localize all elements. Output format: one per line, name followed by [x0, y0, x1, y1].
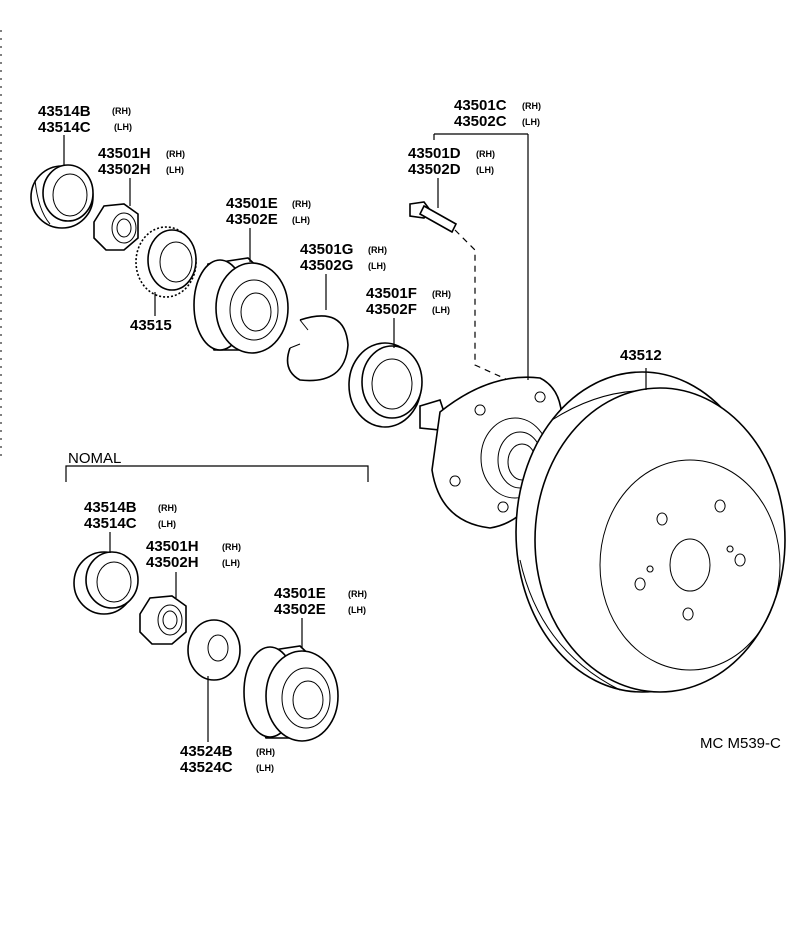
label-sensor-rotor: 43515: [130, 317, 172, 334]
svg-text:(RH): (RH): [158, 503, 177, 513]
label-hub-bolt: 43501D (RH) 43502D (LH): [408, 145, 495, 178]
disc-rotor: [515, 371, 786, 693]
part-number: 43514C: [38, 119, 91, 136]
nomal-bracket: [65, 465, 369, 482]
part-number: 43514C: [84, 515, 137, 532]
washer-bottom: [187, 619, 241, 681]
svg-text:(LH): (LH): [158, 519, 176, 529]
label-disc: 43512: [620, 347, 662, 364]
label-hub: 43501C (RH) 43502C (LH): [454, 97, 541, 130]
svg-text:(RH): (RH): [256, 747, 275, 757]
part-number: 43502G: [300, 257, 353, 274]
bearing-case-top: [30, 164, 94, 229]
nut-top: [93, 203, 139, 251]
part-number: 43514B: [38, 103, 91, 120]
part-number: 43501G: [300, 241, 353, 258]
part-number: 43501C: [454, 97, 507, 114]
part-number: 43524B: [180, 743, 233, 760]
label-nut-top: 43501H (RH) 43502H (LH): [98, 145, 185, 178]
bearing-case-bottom: [73, 551, 139, 615]
label-bearing-bottom: 43501E (RH) 43502E (LH): [274, 585, 367, 618]
label-nut-bottom: 43501H (RH) 43502H (LH): [146, 538, 241, 571]
label-washer-bottom: 43524B (RH) 43524C (LH): [180, 743, 275, 776]
part-number: 43502D: [408, 161, 461, 178]
hub-bolt: [409, 201, 458, 234]
svg-text:(LH): (LH): [348, 605, 366, 615]
svg-text:(LH): (LH): [292, 215, 310, 225]
svg-text:(LH): (LH): [432, 305, 450, 315]
label-snap-ring: 43501G (RH) 43502G (LH): [300, 241, 387, 274]
part-number: 43502H: [98, 161, 151, 178]
part-number: 43501F: [366, 285, 417, 302]
svg-text:(LH): (LH): [114, 122, 132, 132]
svg-text:(RH): (RH): [112, 106, 131, 116]
label-bearing-case-bottom: 43514B (RH) 43514C (LH): [84, 499, 177, 532]
svg-text:(RH): (RH): [166, 149, 185, 159]
reference-code: MC M539-C: [700, 735, 781, 752]
svg-text:(RH): (RH): [368, 245, 387, 255]
oil-seal: [348, 342, 423, 428]
svg-text:(RH): (RH): [348, 589, 367, 599]
svg-text:(LH): (LH): [222, 558, 240, 568]
label-bearing-top: 43501E (RH) 43502E (LH): [226, 195, 311, 228]
part-number: 43502H: [146, 554, 199, 571]
svg-text:(RH): (RH): [222, 542, 241, 552]
bearing-top: [193, 257, 289, 354]
svg-text:(LH): (LH): [166, 165, 184, 175]
svg-text:(RH): (RH): [292, 199, 311, 209]
nut-bottom: [139, 595, 187, 645]
part-number: 43502E: [226, 211, 278, 228]
nomal-heading: NOMAL: [68, 450, 121, 467]
snap-ring: [286, 315, 349, 382]
bearing-bottom: [243, 645, 339, 742]
svg-text:(RH): (RH): [522, 101, 541, 111]
label-oil-seal: 43501F (RH) 43502F (LH): [366, 285, 451, 318]
leader-hub-bolt-dash: [454, 229, 509, 381]
part-number: 43514B: [84, 499, 137, 516]
sensor-rotor: [135, 226, 197, 298]
part-number: 43501E: [274, 585, 326, 602]
part-number: 43524C: [180, 759, 233, 776]
part-number: 43501D: [408, 145, 461, 162]
svg-text:(LH): (LH): [522, 117, 540, 127]
svg-text:(LH): (LH): [256, 763, 274, 773]
svg-text:(RH): (RH): [432, 289, 451, 299]
part-number: 43502E: [274, 601, 326, 618]
part-number: 43501H: [146, 538, 199, 555]
part-number: 43501H: [98, 145, 151, 162]
svg-text:(LH): (LH): [476, 165, 494, 175]
svg-text:(LH): (LH): [368, 261, 386, 271]
svg-text:(RH): (RH): [476, 149, 495, 159]
part-number: 43502C: [454, 113, 507, 130]
label-bearing-case-top: 43514B (RH) 43514C (LH): [38, 103, 132, 136]
part-number: 43501E: [226, 195, 278, 212]
part-number: 43502F: [366, 301, 417, 318]
